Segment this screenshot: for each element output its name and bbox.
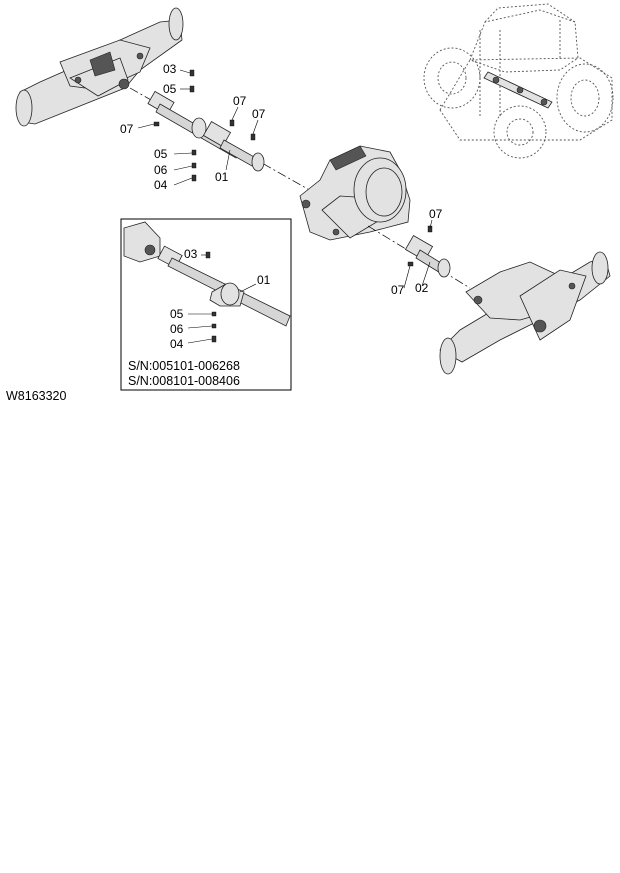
callout-07: 07 <box>391 283 405 297</box>
callout-07: 07 <box>429 207 443 221</box>
inset-callout-05: 05 <box>170 307 184 321</box>
callout-07: 07 <box>252 107 266 121</box>
rear-propeller-shaft <box>404 225 451 278</box>
front-axle <box>15 7 184 127</box>
inset-callout-04: 04 <box>170 337 184 351</box>
callout-01: 01 <box>215 170 229 184</box>
callout-02: 02 <box>415 281 429 295</box>
callout-06: 06 <box>154 163 168 177</box>
inset-callout-03: 03 <box>184 247 198 261</box>
callout-07: 07 <box>233 94 247 108</box>
callout-03: 03 <box>163 62 177 76</box>
callout-05: 05 <box>163 82 177 96</box>
front-propeller-shaft <box>147 90 265 172</box>
inset-callout-01: 01 <box>257 273 271 287</box>
serial-range-inset <box>120 218 292 391</box>
serial-range-1: S/N:005101-006268 <box>128 359 240 373</box>
transmission <box>299 145 411 241</box>
callout-04: 04 <box>154 178 168 192</box>
inset-callout-06: 06 <box>170 322 184 336</box>
leader-lines <box>137 69 433 289</box>
callout-05: 05 <box>154 147 168 161</box>
loader-machine-outline <box>423 3 614 159</box>
figure-code: W8163320 <box>6 389 67 403</box>
rear-axle <box>439 251 611 375</box>
serial-range-2: S/N:008101-008406 <box>128 374 240 388</box>
callout-07: 07 <box>120 122 134 136</box>
